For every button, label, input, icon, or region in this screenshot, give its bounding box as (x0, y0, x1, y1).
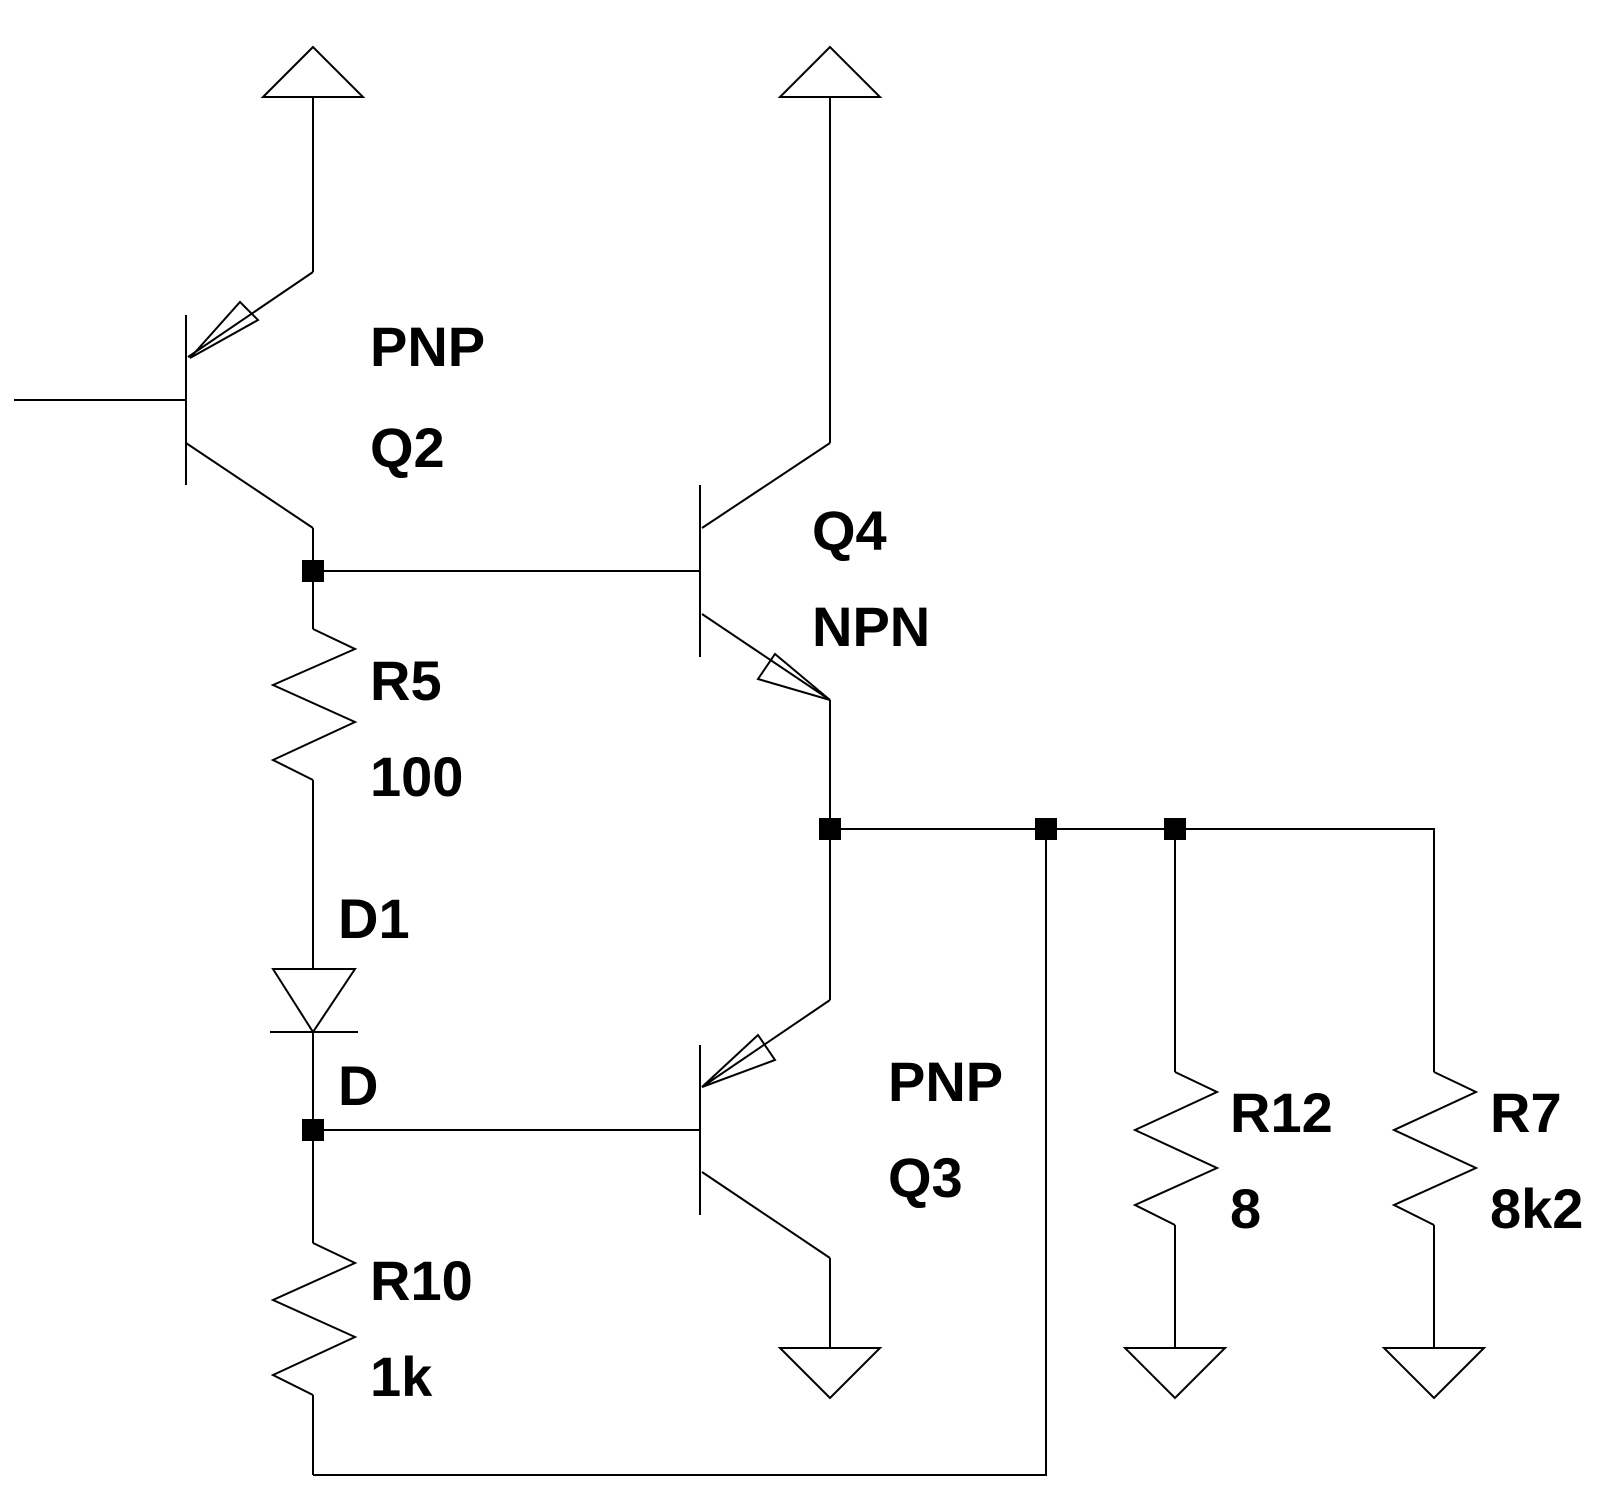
q4-emitter-lead (701, 613, 831, 701)
junction-dot-q4-emitter (819, 818, 841, 840)
transistor-q3 (699, 829, 831, 1348)
ground-symbol-r7 (1381, 1347, 1487, 1400)
q3-emitter-lead (701, 999, 831, 1088)
resistor-r12 (1132, 829, 1220, 1348)
q2-emitter-arrow (189, 300, 260, 359)
q2-ref-label: Q2 (370, 416, 445, 479)
output-bus-wire (830, 828, 1435, 1072)
resistor-r7 (1391, 1071, 1479, 1348)
junction-dot-q2-collector (302, 560, 324, 582)
q3-ref-label: Q3 (888, 1146, 963, 1209)
r7-ref-label: R7 (1490, 1081, 1562, 1144)
r10-zigzag (270, 1242, 358, 1396)
ground-symbol-r12 (1122, 1347, 1228, 1400)
r10-value-label: 1k (370, 1345, 433, 1408)
q4-ref-label: Q4 (812, 499, 887, 562)
q3-emitter-arrow (701, 1033, 777, 1088)
resistor-r10 (270, 1130, 358, 1475)
r12-value-label: 8 (1230, 1177, 1261, 1240)
junction-dot-r12 (1164, 818, 1186, 840)
q4-emitter-arrow (756, 652, 831, 701)
q3-collector-lead (701, 1171, 831, 1259)
q4-collector-lead (701, 442, 831, 529)
r12-ref-label: R12 (1230, 1081, 1333, 1144)
supply-symbol-q2 (260, 45, 366, 98)
r7-zigzag (1391, 1071, 1479, 1226)
q2-model-label: PNP (370, 315, 485, 378)
junction-dot-d1-cathode (302, 1119, 324, 1141)
r5-ref-label: R5 (370, 649, 442, 712)
q2-emitter-lead (187, 271, 314, 358)
q3-model-label: PNP (888, 1050, 1003, 1113)
feedback-wire (313, 829, 1047, 1476)
transistor-q4 (699, 97, 831, 829)
ground-symbol-q3 (777, 1347, 883, 1400)
q4-model-label: NPN (812, 595, 930, 658)
r5-value-label: 100 (370, 745, 463, 808)
d1-ref-label: D1 (338, 887, 410, 950)
junction-dot-feedback (1035, 818, 1057, 840)
transistor-q2 (14, 97, 314, 571)
r7-value-label: 8k2 (1490, 1177, 1583, 1240)
diode-d1 (270, 968, 358, 1130)
r12-zigzag (1132, 1071, 1220, 1226)
supply-symbol-q4 (777, 45, 883, 98)
q2-collector-lead (185, 442, 314, 529)
r10-ref-label: R10 (370, 1249, 473, 1312)
r5-zigzag (270, 628, 358, 781)
d1-model-label: D (338, 1054, 378, 1117)
d1-triangle (271, 968, 357, 1034)
